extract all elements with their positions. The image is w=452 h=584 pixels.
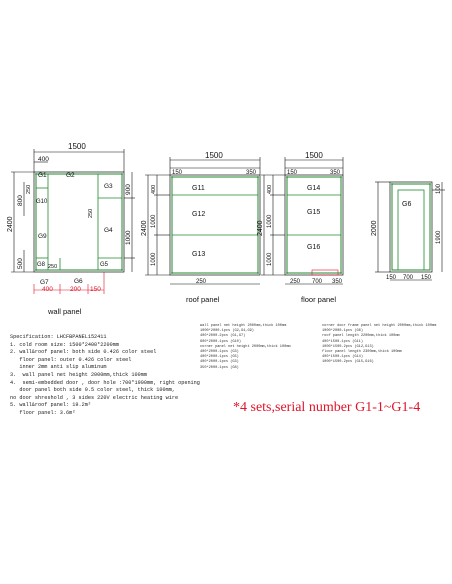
note-line: 1000*2000-1pcs (G6): [322, 329, 363, 334]
wall-panel-g8: G8: [37, 262, 46, 268]
floor-top-sub-2: 350: [330, 170, 341, 176]
door-right-dim-1: 100: [436, 183, 442, 194]
note-line: 350*2000-1pcs (G8): [200, 365, 239, 370]
wall-top-dim: 1500: [68, 142, 86, 151]
note-line: corner panel net height 2000mm,thick 100…: [200, 344, 291, 349]
floor-panel-g15: G15: [307, 209, 320, 216]
note-line: 600*2000-1pcs (G10): [200, 339, 241, 344]
note-line: 1000*2000-1pcs (G2,G4,G9): [200, 329, 254, 334]
wall-inner-mark-2: 250: [48, 264, 57, 270]
wall-panel-g1: G1: [38, 172, 47, 179]
wall-bottom-red-1: 400: [42, 286, 53, 293]
floor-left-dim-1: 400: [267, 185, 273, 194]
note-line: 400*2000-1pcs (G5): [200, 355, 239, 360]
door-left-total: 2000: [371, 220, 378, 236]
spec-line: 3. wall panel net height 2000mm,thick 10…: [10, 371, 147, 378]
floor-top-sub-1: 150: [287, 170, 298, 176]
note-line: floor panel length 2300mm,thick 100mm: [322, 350, 402, 355]
panel-notes-left: wall panel net height 2000mm,thick 100mm…: [200, 324, 291, 371]
roof-left-dim-1: 400: [151, 185, 157, 194]
spec-line: door panel both side 0.5 color steel, th…: [10, 387, 175, 394]
wall-panel-g3: G3: [104, 183, 113, 190]
panel-joint-dots: [35, 173, 431, 274]
wall-right-dim-1: 900: [125, 184, 132, 195]
note-line: 1000*1500-2pcs (G12,G13): [322, 344, 374, 349]
wall-left-dim-1: 800: [17, 195, 24, 206]
floor-left-dim-3: 1000: [267, 252, 273, 266]
floor-bottom-1: 250: [290, 279, 301, 285]
door-panel-drawing: [375, 181, 445, 281]
wall-right-dim-2: 1000: [125, 230, 132, 245]
note-line: corner door frame panel net height 2000m…: [322, 324, 437, 328]
note-line: roof panel length 2200mm,thick 100mm: [322, 334, 400, 339]
roof-top-dim: 1500: [205, 151, 223, 160]
door-bottom-2: 700: [403, 275, 414, 281]
floor-caption: floor panel: [301, 295, 336, 304]
roof-left-total: 2400: [141, 220, 148, 236]
roof-panel-g13: G13: [192, 251, 205, 258]
roof-bottom: 250: [196, 279, 207, 285]
wall-left-total: 2400: [7, 216, 14, 232]
door-bottom-3: 150: [421, 275, 432, 281]
note-line: 400*2000-2pcs (G1,G7): [200, 334, 246, 339]
wall-panel-g4: G4: [104, 227, 113, 234]
spec-line: floor panel: 3.6m²: [10, 409, 76, 416]
spec-line: floor panel: outer 0.426 color steel: [10, 356, 132, 363]
floor-bottom-2: 700: [312, 279, 323, 285]
spec-line: 2. wall&roof panel: both side 0.426 colo…: [10, 349, 157, 356]
note-line: 400*1500-1pcs (G14): [322, 355, 363, 360]
wall-left-dim-2: 500: [17, 258, 24, 269]
wall-panel-g9: G9: [38, 233, 47, 240]
wall-panel-drawing: [11, 149, 135, 294]
wall-panel-g2: G2: [66, 172, 75, 179]
roof-top-sub-2: 350: [246, 170, 257, 176]
spec-line: inner 2mm anti slip aluminum: [10, 364, 107, 371]
spec-line: 4. semi-embedded door , door hole :700*1…: [10, 379, 200, 386]
floor-panel-drawing: [261, 157, 344, 285]
wall-bottom-red-2: 200: [70, 286, 81, 293]
spec-line: Specification: LHCFBPANEL152411: [10, 334, 107, 340]
roof-caption: roof panel: [186, 295, 220, 304]
note-line: 1000*1500-2pcs (G15,G16): [322, 360, 374, 365]
wall-left-sub-1: 250: [26, 185, 32, 194]
spec-line: 1. cold room size: 1500*2400*2200mm: [10, 341, 119, 348]
floor-left-total: 2400: [257, 220, 264, 236]
wall-panel-g7: G7: [40, 279, 49, 286]
roof-panel-g11: G11: [192, 185, 205, 192]
panel-notes-right: corner door frame panel net height 2000m…: [322, 324, 436, 366]
spec-line: 5. wall&roof panel: 19.2m²: [10, 402, 91, 409]
floor-panel-g16: G16: [307, 244, 320, 251]
wall-panel-g10: G10: [36, 199, 48, 205]
door-bottom-1: 150: [386, 275, 397, 281]
floor-bottom-3: 350: [332, 279, 343, 285]
floor-top-dim: 1500: [305, 151, 323, 160]
wall-panel-g5: G5: [100, 262, 109, 268]
wall-panel-g6: G6: [74, 278, 83, 285]
wall-inner-mark-1: 250: [88, 209, 94, 218]
roof-left-dim-3: 1000: [151, 252, 157, 266]
wall-top-sub: 400: [38, 156, 49, 163]
note-line: wall panel net height 2000mm,thick 100mm: [200, 324, 287, 328]
note-line: 400*2000-1pcs (G3): [200, 350, 239, 355]
roof-panel-drawing: [145, 157, 261, 285]
floor-panel-g14: G14: [307, 185, 320, 192]
sets-note: *4 sets,serial number G1-1~G1-4: [233, 400, 421, 415]
wall-caption: wall panel: [47, 307, 82, 316]
note-line: 400*1500-1pcs (G11): [322, 339, 363, 344]
note-line: 400*2000-1pcs (G3): [200, 360, 239, 365]
roof-panel-g12: G12: [192, 211, 205, 218]
spec-line: no door shreshold , 3 sides 220V electri…: [10, 394, 179, 401]
roof-left-dim-2: 1000: [151, 214, 157, 228]
wall-bottom-red-3: 150: [90, 286, 101, 293]
floor-left-dim-2: 1000: [267, 214, 273, 228]
door-panel-g6: G6: [402, 201, 411, 208]
roof-top-sub-1: 150: [172, 170, 183, 176]
door-right-dim-2: 1900: [436, 230, 442, 244]
